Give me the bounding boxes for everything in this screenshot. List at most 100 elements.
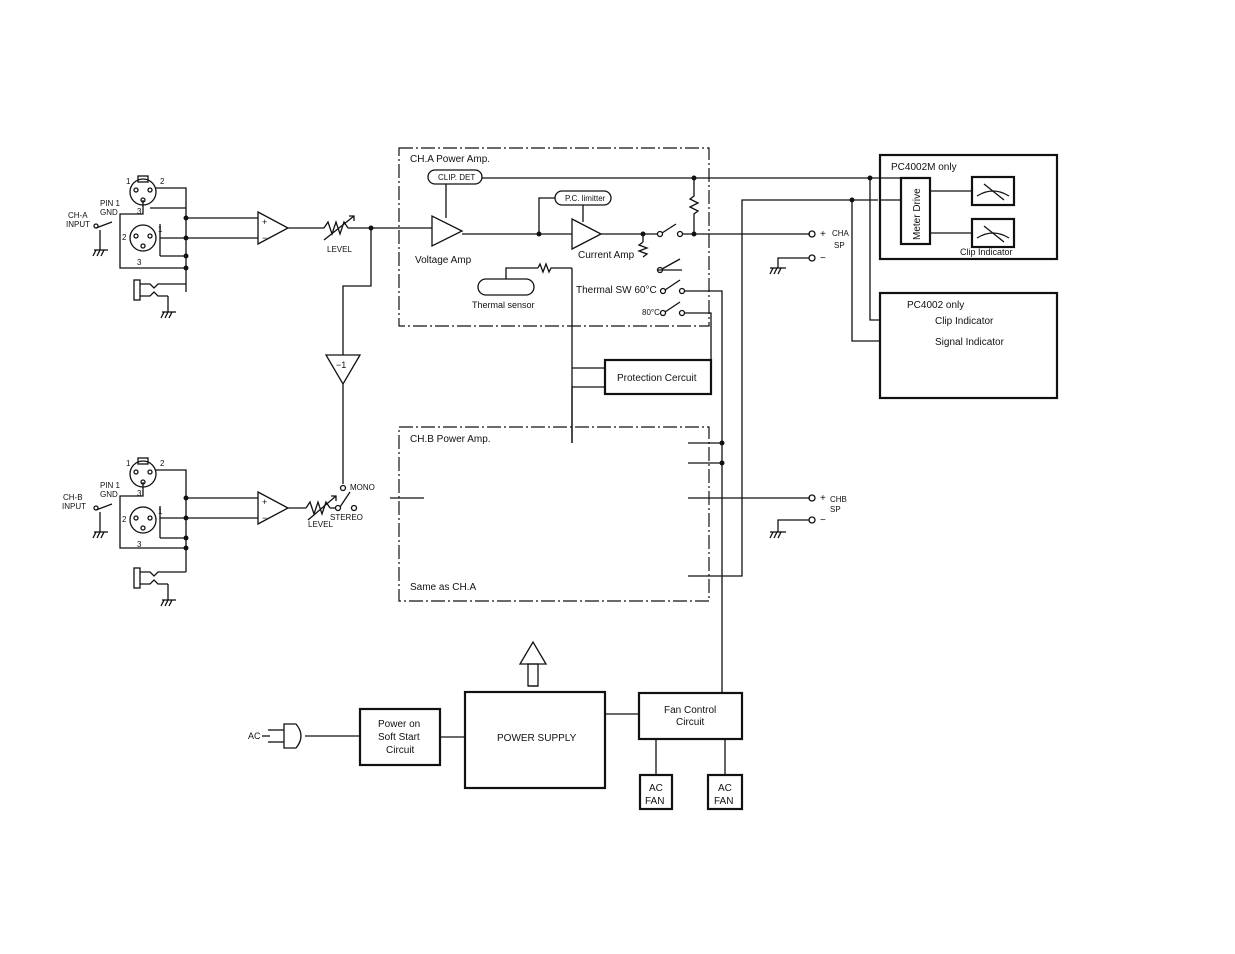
pc4002-title: PC4002 only <box>907 300 964 311</box>
svg-text:1: 1 <box>126 459 131 468</box>
thermal-sw-80-contact <box>659 309 667 317</box>
thermal-sw-60-contact <box>659 287 667 295</box>
cha-input-amplifier: + − <box>257 210 290 246</box>
pc4002m-title: PC4002M only <box>891 162 957 173</box>
chb-phone-jack <box>133 567 186 607</box>
chb-xlr-female-connector: 1 2 3 <box>126 457 165 498</box>
thermal-switch-label: Thermal SW 60°C <box>576 285 657 296</box>
svg-text:−: − <box>820 515 826 526</box>
cha-power-amp-box <box>398 147 710 327</box>
voltage-amp: Voltage Amp <box>415 214 472 266</box>
chb-gnd-symbol <box>92 531 108 539</box>
svg-text:P.C. limitter: P.C. limitter <box>565 194 606 203</box>
svg-text:2: 2 <box>160 459 165 468</box>
chb-speaker-terminals: + − CHB SP <box>769 493 847 539</box>
svg-text:Current Amp: Current Amp <box>578 250 635 261</box>
cha-input-section: CH-A INPUT PIN 1 GND 1 2 3 <box>66 175 258 319</box>
svg-text:3: 3 <box>137 207 142 216</box>
pc4002m-box <box>878 153 1059 261</box>
svg-text:2: 2 <box>122 233 127 242</box>
ac-fan-1 <box>638 773 674 811</box>
cha-level-label: LEVEL <box>327 245 352 254</box>
chb-gnd-label: GND <box>100 490 118 499</box>
mono-stereo-switch[interactable]: MONO STEREO <box>330 483 375 522</box>
pc4002-box <box>878 291 1059 400</box>
svg-text:1: 1 <box>126 177 131 186</box>
protection-circuit-label: Protection Cercuit <box>617 373 697 384</box>
svg-text:3: 3 <box>137 258 142 267</box>
cha-input-label-line2: INPUT <box>66 220 90 229</box>
ac-fan-2 <box>706 773 744 811</box>
chb-level-control: LEVEL <box>305 495 337 529</box>
cha-xlr-male-connector: 2 1 3 <box>122 224 163 267</box>
svg-text:Voltage Amp: Voltage Amp <box>415 255 472 266</box>
chb-input-amplifier: + − <box>257 490 290 526</box>
svg-text:−: − <box>820 253 826 264</box>
svg-text:−: − <box>262 513 267 523</box>
svg-text:AC: AC <box>649 783 663 794</box>
output-relay-contact <box>656 230 664 238</box>
meter-icon-bottom <box>970 217 1016 249</box>
cha-phone-jack <box>133 279 186 319</box>
svg-text:+: + <box>820 229 826 240</box>
meter-icon-top <box>970 175 1016 207</box>
inverter-amplifier: −1 <box>324 354 362 386</box>
ac-plug-icon: AC <box>248 723 302 749</box>
stereo-label: STEREO <box>330 513 363 522</box>
svg-text:2: 2 <box>160 177 165 186</box>
protection-circuit-block <box>603 358 713 396</box>
power-supply-label: POWER SUPPLY <box>497 733 577 744</box>
svg-text:Power on: Power on <box>378 719 420 730</box>
chb-xlr-male-connector: 2 1 3 <box>122 506 163 549</box>
chb-power-amp-box <box>398 426 710 602</box>
chb-input-label-line1: CH-B <box>63 493 83 502</box>
svg-text:FAN: FAN <box>714 796 733 807</box>
mono-label: MONO <box>350 483 375 492</box>
svg-text:FAN: FAN <box>645 796 664 807</box>
svg-text:Thermal sensor: Thermal sensor <box>472 300 535 310</box>
svg-text:CHB: CHB <box>830 495 847 504</box>
svg-text:SP: SP <box>834 241 845 250</box>
thermal-sensor: Thermal sensor <box>472 278 535 310</box>
pc-limitter-block: P.C. limitter <box>554 190 612 206</box>
clip-det-block: CLIP. DET <box>427 169 483 185</box>
pc4002-clip-indicator: Clip Indicator <box>935 316 994 327</box>
up-arrow <box>518 640 548 687</box>
svg-text:Fan Control: Fan Control <box>664 705 716 716</box>
fan-control-block <box>637 691 744 741</box>
pc4002-signal-indicator: Signal Indicator <box>935 337 1005 348</box>
svg-text:+: + <box>820 493 826 504</box>
svg-text:CLIP. DET: CLIP. DET <box>438 173 475 182</box>
cha-input-label-line1: CH-A <box>68 211 88 220</box>
meter-drive-label: Meter Drive <box>912 188 923 240</box>
svg-text:Circuit: Circuit <box>386 745 415 756</box>
svg-text:2: 2 <box>122 515 127 524</box>
chb-power-amp-title: CH.B Power Amp. <box>410 434 491 445</box>
svg-text:CHA: CHA <box>832 229 850 238</box>
power-supply-block <box>463 690 607 790</box>
cha-power-amp-title: CH.A Power Amp. <box>410 154 490 165</box>
chb-input-section: CH-B INPUT PIN 1 GND 1 2 3 2 <box>62 457 258 607</box>
cha-xlr-female-connector: 1 2 3 <box>126 175 165 216</box>
chb-same-as-cha: Same as CH.A <box>410 582 476 593</box>
chb-input-label-line2: INPUT <box>62 502 86 511</box>
pc4002m-clip-indicator: Clip Indicator <box>960 247 1013 257</box>
cha-gnd-label: GND <box>100 208 118 217</box>
cha-gnd-symbol <box>92 249 108 257</box>
svg-text:3: 3 <box>137 540 142 549</box>
meter-drive-block <box>899 176 932 246</box>
svg-text:SP: SP <box>830 505 841 514</box>
svg-text:3: 3 <box>137 489 142 498</box>
cha-pin1-label: PIN 1 <box>100 199 121 208</box>
svg-text:Circuit: Circuit <box>676 717 705 728</box>
svg-text:−: − <box>262 233 267 243</box>
current-amp: Current Amp <box>571 217 635 261</box>
ac-label: AC <box>248 731 261 741</box>
chb-pin1-label: PIN 1 <box>100 481 121 490</box>
cha-level-control: LEVEL <box>323 215 355 254</box>
svg-text:+: + <box>262 497 267 507</box>
svg-text:AC: AC <box>718 783 732 794</box>
thermal-80c-label: 80°C <box>642 308 660 317</box>
svg-text:−1: −1 <box>336 360 346 370</box>
